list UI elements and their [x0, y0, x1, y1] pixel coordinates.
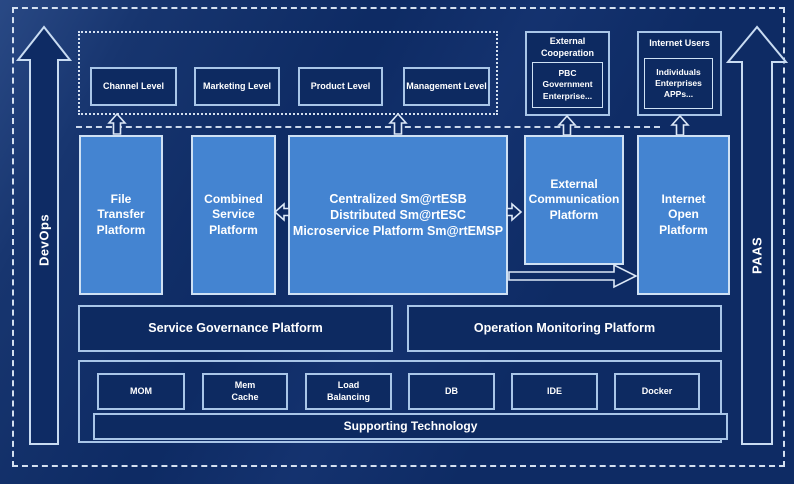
- outer-dashed-frame: [12, 7, 785, 467]
- tech-db: DB: [408, 373, 495, 410]
- devops-label: DevOps: [36, 213, 52, 267]
- supporting-technology-group: [78, 360, 722, 443]
- up-arrow-file-transfer-icon: [107, 112, 127, 135]
- level-product: Product Level: [298, 67, 383, 106]
- up-arrow-external-communication-icon: [557, 114, 577, 136]
- service-governance-platform: Service Governance Platform: [78, 305, 393, 352]
- internet-open-platform: Internet Open Platform: [637, 135, 730, 295]
- up-arrow-central-icon: [388, 112, 408, 135]
- central-esb-platform: Centralized Sm@rtESB Distributed Sm@rtES…: [288, 135, 508, 295]
- external-communication-platform: External Communication Platform: [524, 135, 624, 265]
- file-transfer-platform: File Transfer Platform: [79, 135, 163, 295]
- paas-up-arrow-icon: [725, 25, 789, 445]
- internet-users-title: Internet Users: [649, 38, 710, 48]
- supporting-technology-bar: Supporting Technology: [93, 413, 728, 440]
- up-arrow-internet-open-icon: [670, 114, 690, 136]
- business-levels-group: [78, 31, 498, 115]
- level-channel: Channel Level: [90, 67, 177, 106]
- right-arrow-to-external-communication-icon: [506, 202, 523, 222]
- external-cooperation-title: External Cooperation: [541, 36, 594, 58]
- combined-service-platform: Combined Service Platform: [191, 135, 276, 295]
- paas-label: PAAS: [749, 236, 765, 274]
- internet-users-members: Individuals Enterprises APPs...: [644, 58, 713, 109]
- level-marketing: Marketing Level: [194, 67, 280, 106]
- tech-ide: IDE: [511, 373, 598, 410]
- tech-load-balancing: Load Balancing: [305, 373, 392, 410]
- external-cooperation-members: PBC Government Enterprise...: [532, 62, 603, 108]
- devops-up-arrow-icon: [15, 25, 73, 445]
- left-arrow-to-combined-service-icon: [273, 202, 290, 222]
- level-management: Management Level: [403, 67, 490, 106]
- internet-users-box: Internet Users Individuals Enterprises A…: [637, 31, 722, 116]
- tech-docker: Docker: [614, 373, 700, 410]
- tech-mem-cache: Mem Cache: [202, 373, 288, 410]
- external-cooperation-box: External Cooperation PBC Government Ente…: [525, 31, 610, 116]
- tech-mom: MOM: [97, 373, 185, 410]
- layer-separator-dashed-line: [76, 126, 660, 128]
- long-arrow-to-internet-open-icon: [508, 263, 638, 289]
- operation-monitoring-platform: Operation Monitoring Platform: [407, 305, 722, 352]
